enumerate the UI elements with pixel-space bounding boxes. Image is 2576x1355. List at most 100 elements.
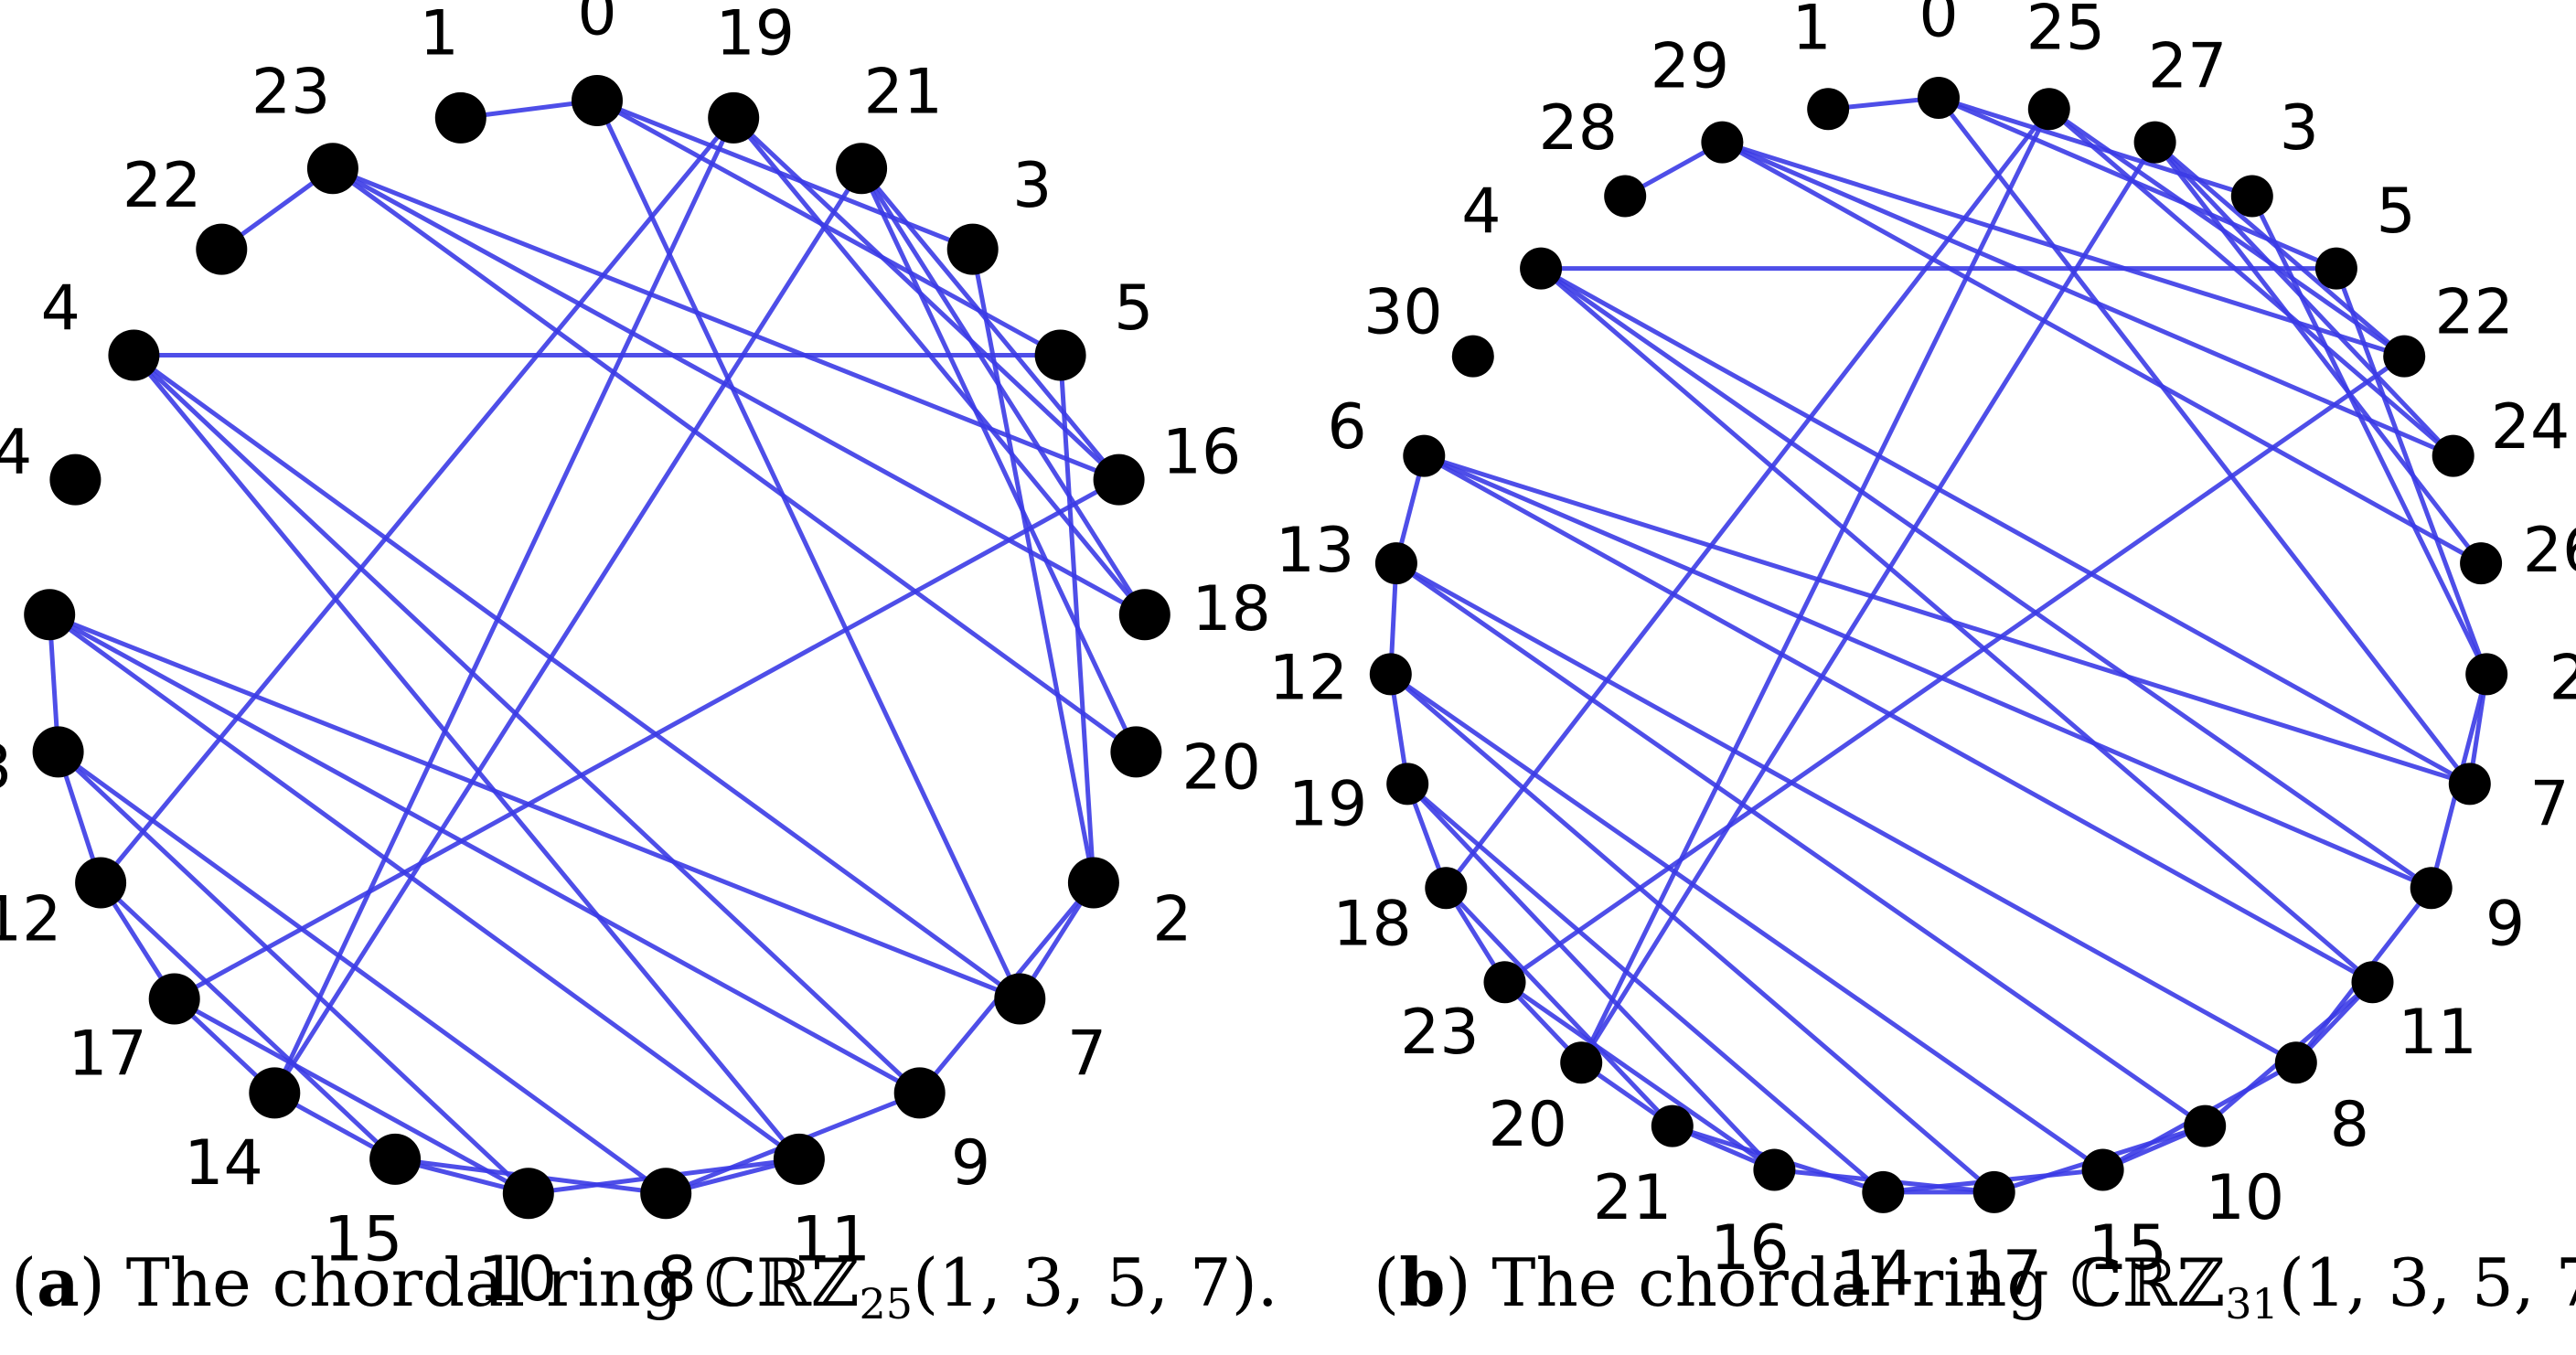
node-19	[708, 91, 760, 144]
node-15	[369, 1133, 422, 1185]
node-label-23: 23	[251, 57, 331, 129]
node-0	[1918, 77, 1960, 119]
edge-20-21	[859, 167, 1138, 753]
node-label-4: 4	[41, 272, 80, 345]
node-6	[24, 589, 76, 641]
node-2	[1067, 857, 1119, 909]
chordal-ring-graph-b: 0252735222426279118101517141621202318191…	[1269, 0, 2576, 1310]
node-label-0: 0	[1919, 0, 1958, 52]
node-label-8: 8	[657, 1243, 696, 1316]
node-3	[2230, 175, 2273, 218]
node-label-10: 10	[2206, 1162, 2285, 1234]
node-label-17: 17	[68, 1019, 147, 1091]
node-18	[1118, 589, 1170, 641]
node-label-24: 24	[2491, 391, 2571, 464]
node-27	[2133, 121, 2176, 164]
edge-26-29	[1721, 140, 2483, 566]
node-17	[148, 973, 200, 1025]
node-label-2: 2	[1152, 883, 1192, 955]
edge-6-11	[1423, 453, 2374, 985]
node-label-19: 19	[1288, 769, 1368, 841]
edge-24-25	[2047, 107, 2455, 458]
node-10	[2184, 1104, 2227, 1147]
node-5	[2314, 247, 2357, 290]
node-labels-a: 0192135161820279118101514171213624422231	[0, 0, 1271, 1316]
edge-24-29	[1721, 140, 2454, 458]
node-label-13: 13	[0, 732, 13, 805]
node-label-7: 7	[1067, 1019, 1106, 1091]
edge-16-19	[732, 116, 1121, 482]
node-16	[1093, 453, 1145, 506]
node-6	[1403, 434, 1446, 477]
node-label-6: 6	[1327, 391, 1366, 464]
edge-20-25	[1578, 108, 2052, 1064]
node-15	[2081, 1148, 2124, 1191]
nodes-b	[1369, 77, 2508, 1213]
node-label-27: 27	[2148, 30, 2228, 102]
node-label-12: 12	[0, 883, 61, 955]
node-label-12: 12	[1269, 642, 1349, 714]
caption-a-subscript: 25	[859, 1279, 914, 1328]
node-0	[572, 75, 623, 126]
edge-14-21	[273, 166, 864, 1094]
node-label-19: 19	[716, 0, 796, 69]
node-label-18: 18	[1332, 888, 1412, 960]
edge-26-27	[2153, 141, 2484, 565]
caption-a-text: The chordal ring	[104, 1244, 704, 1321]
edge-18-21	[1444, 886, 1674, 1128]
node-14	[249, 1067, 301, 1119]
node-label-15: 15	[2088, 1212, 2167, 1285]
nodes-a	[24, 75, 1170, 1220]
edge-16-23	[1503, 980, 1776, 1172]
edge-0-5	[595, 98, 1062, 357]
node-label-29: 29	[1651, 30, 1730, 102]
node-28	[1604, 175, 1647, 218]
caption-a-symbol: ℂℝℤ	[703, 1244, 860, 1321]
edge-8-13	[57, 750, 668, 1196]
node-label-14: 14	[184, 1127, 263, 1200]
node-label-20: 20	[1181, 732, 1261, 805]
node-label-9: 9	[2485, 888, 2525, 960]
node-label-24: 24	[0, 417, 32, 489]
node-label-16: 16	[1710, 1212, 1790, 1285]
node-labels-b: 0252735222426279118101517141621202318191…	[1269, 0, 2576, 1310]
edge-6-9	[1423, 453, 2432, 891]
edge-16-19	[1406, 782, 1777, 1172]
node-4	[1520, 247, 1563, 290]
edge-16-21	[860, 166, 1121, 482]
node-12	[1369, 653, 1412, 696]
node-label-9: 9	[951, 1127, 990, 1200]
node-label-3: 3	[1012, 150, 1052, 222]
node-11	[2351, 961, 2394, 1004]
node-20	[1110, 726, 1162, 778]
node-label-22: 22	[2434, 277, 2514, 349]
node-10	[502, 1168, 554, 1220]
edge-4-7	[1539, 266, 2472, 786]
node-18	[1425, 867, 1468, 910]
edge-6-9	[48, 613, 921, 1095]
node-1	[1807, 88, 1850, 131]
node-21	[1651, 1104, 1694, 1147]
node-label-16: 16	[1162, 417, 1242, 489]
node-label-7: 7	[2529, 769, 2569, 841]
node-label-0: 0	[577, 0, 616, 50]
node-29	[1701, 121, 1744, 164]
caption-b-tag: b	[1399, 1243, 1446, 1321]
node-25	[2027, 88, 2070, 131]
node-label-17: 17	[1963, 1238, 2043, 1310]
node-9	[2410, 867, 2453, 910]
node-label-8: 8	[2330, 1089, 2369, 1161]
caption-b-symbol: ℂℝℤ	[2069, 1244, 2226, 1321]
edge-4-9	[1539, 266, 2433, 891]
node-2	[2465, 653, 2508, 696]
node-label-20: 20	[1488, 1089, 1567, 1161]
node-label-30: 30	[1363, 277, 1443, 349]
node-22	[196, 223, 248, 275]
caption-b: (b) The chordal ring ℂℝℤ31(1, 3, 5, 7).	[1374, 1243, 2576, 1335]
node-13	[1374, 542, 1417, 585]
edge-22-27	[2153, 140, 2406, 358]
node-label-1: 1	[1791, 0, 1831, 65]
edge-4-11	[132, 353, 801, 1161]
node-label-13: 13	[1276, 515, 1355, 587]
